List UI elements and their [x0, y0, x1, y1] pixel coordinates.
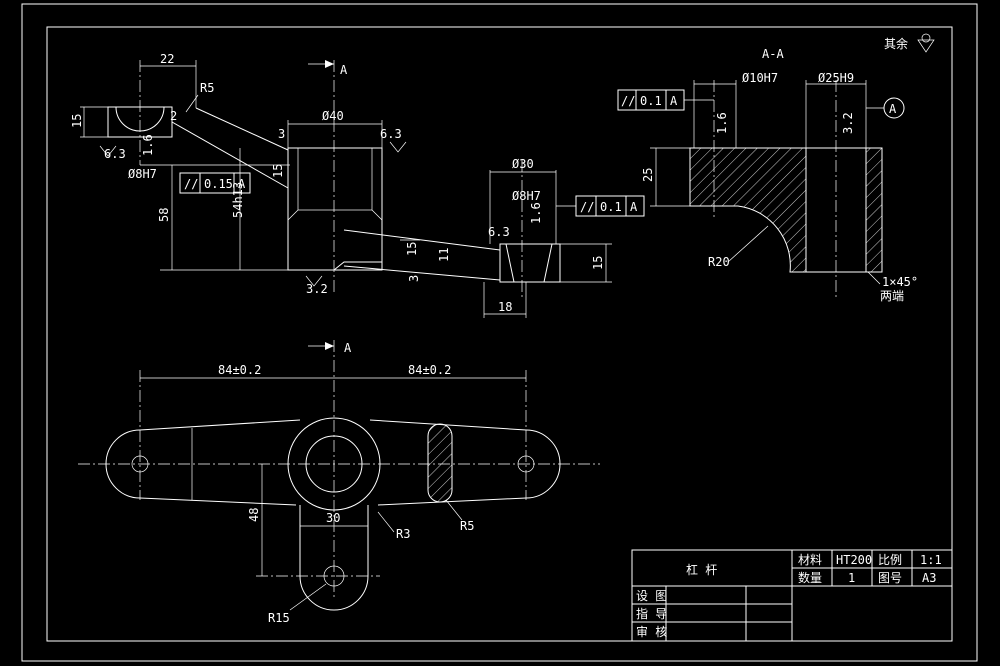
roughness-note: 其余	[884, 36, 908, 51]
dim-r20: R20	[708, 255, 730, 269]
dim-18: 18	[498, 300, 512, 314]
dim-30-top: Ø30	[512, 157, 534, 171]
tol1-sym: //	[184, 177, 198, 191]
check-label: 审 核	[636, 624, 667, 639]
tol3-ref: A	[670, 94, 678, 108]
section-title: A-A	[762, 47, 784, 61]
material-value: HT200	[836, 553, 872, 567]
section-mark-bottom: A	[344, 341, 352, 355]
roughness-6-3-top: 6.3	[380, 127, 402, 141]
dim-r3: R3	[396, 527, 410, 541]
sheet-value: A3	[922, 571, 936, 585]
datum-a: A	[889, 102, 897, 116]
dim-8h7: Ø8H7	[128, 167, 157, 181]
guide-label: 指 导	[636, 606, 667, 621]
top-view: A 84±0.2 84±0.2 48 30 R3 R5 R15	[78, 340, 600, 625]
dim-3-small: 3	[407, 275, 421, 282]
dim-3: 3	[278, 127, 285, 141]
dim-r15: R15	[268, 611, 290, 625]
dim-84-left: 84±0.2	[218, 363, 261, 377]
scale-value: 1:1	[920, 553, 942, 567]
dim-10h7: Ø10H7	[742, 71, 778, 85]
dim-40: Ø40	[322, 109, 344, 123]
dim-15-mid: 15	[271, 164, 285, 178]
dim-25: 25	[641, 168, 655, 182]
dim-2: 2	[170, 109, 177, 123]
section-a-a: A-A 其余 Ø10H7 Ø25H9 1.6 3.2 25 R20 1×45° …	[617, 33, 935, 303]
dim-25h9: Ø25H9	[818, 71, 854, 85]
material-label: 材料	[798, 553, 822, 567]
drawn-label: 设 图	[636, 589, 667, 603]
dim-15-r2: 15	[591, 256, 605, 270]
roughness-6-3-right: 6.3	[488, 225, 510, 239]
dim-r5-top: R5	[200, 81, 214, 95]
tol3-val: 0.1	[640, 94, 662, 108]
dim-1-6-right: 1.6	[529, 202, 543, 224]
dim-48: 48	[247, 508, 261, 522]
tol1-ref: A	[238, 177, 246, 191]
scale-label: 比例	[878, 553, 902, 567]
dim-15-r1: 15	[405, 242, 419, 256]
dim-22: 22	[160, 52, 174, 66]
dim-1-6-left: 1.6	[141, 134, 155, 156]
tol2-sym: //	[580, 200, 594, 214]
title-block: 杠 杆 材料 HT200 比例 1:1 数量 1 图号 A3 设 图 指 导 审…	[631, 549, 953, 642]
dim-11: 11	[437, 248, 451, 262]
dim-both-ends: 两端	[880, 289, 904, 303]
qty-label: 数量	[798, 570, 822, 585]
roughness-3-2-sec: 3.2	[841, 112, 855, 134]
dim-r5-bottom: R5	[460, 519, 474, 533]
dim-58: 58	[157, 208, 171, 222]
qty-value: 1	[848, 571, 855, 585]
roughness-6-3-left: 6.3	[104, 147, 126, 161]
tol3-sym: //	[621, 94, 635, 108]
tol2-val: 0.1	[600, 200, 622, 214]
section-mark-top: A	[340, 63, 348, 77]
tol2-ref: A	[630, 200, 638, 214]
sheet-label: 图号	[878, 571, 902, 585]
dim-30-bottom: 30	[326, 511, 340, 525]
roughness-3-2-bottom: 3.2	[306, 282, 328, 296]
dim-8h7-right: Ø8H7	[512, 189, 541, 203]
dim-15-left: 15	[70, 114, 84, 128]
roughness-1-6-sec: 1.6	[715, 112, 729, 134]
outer-frame	[21, 3, 978, 662]
front-view: A 22 15 R5 2 6.3 Ø8H7 1.6 Ø40 3 6.3 15	[70, 52, 645, 318]
tol1-val: 0.15	[204, 177, 233, 191]
part-name: 杠 杆	[686, 562, 717, 577]
dim-84-right: 84±0.2	[408, 363, 451, 377]
dim-chamfer: 1×45°	[882, 275, 918, 289]
inner-frame	[46, 26, 953, 642]
